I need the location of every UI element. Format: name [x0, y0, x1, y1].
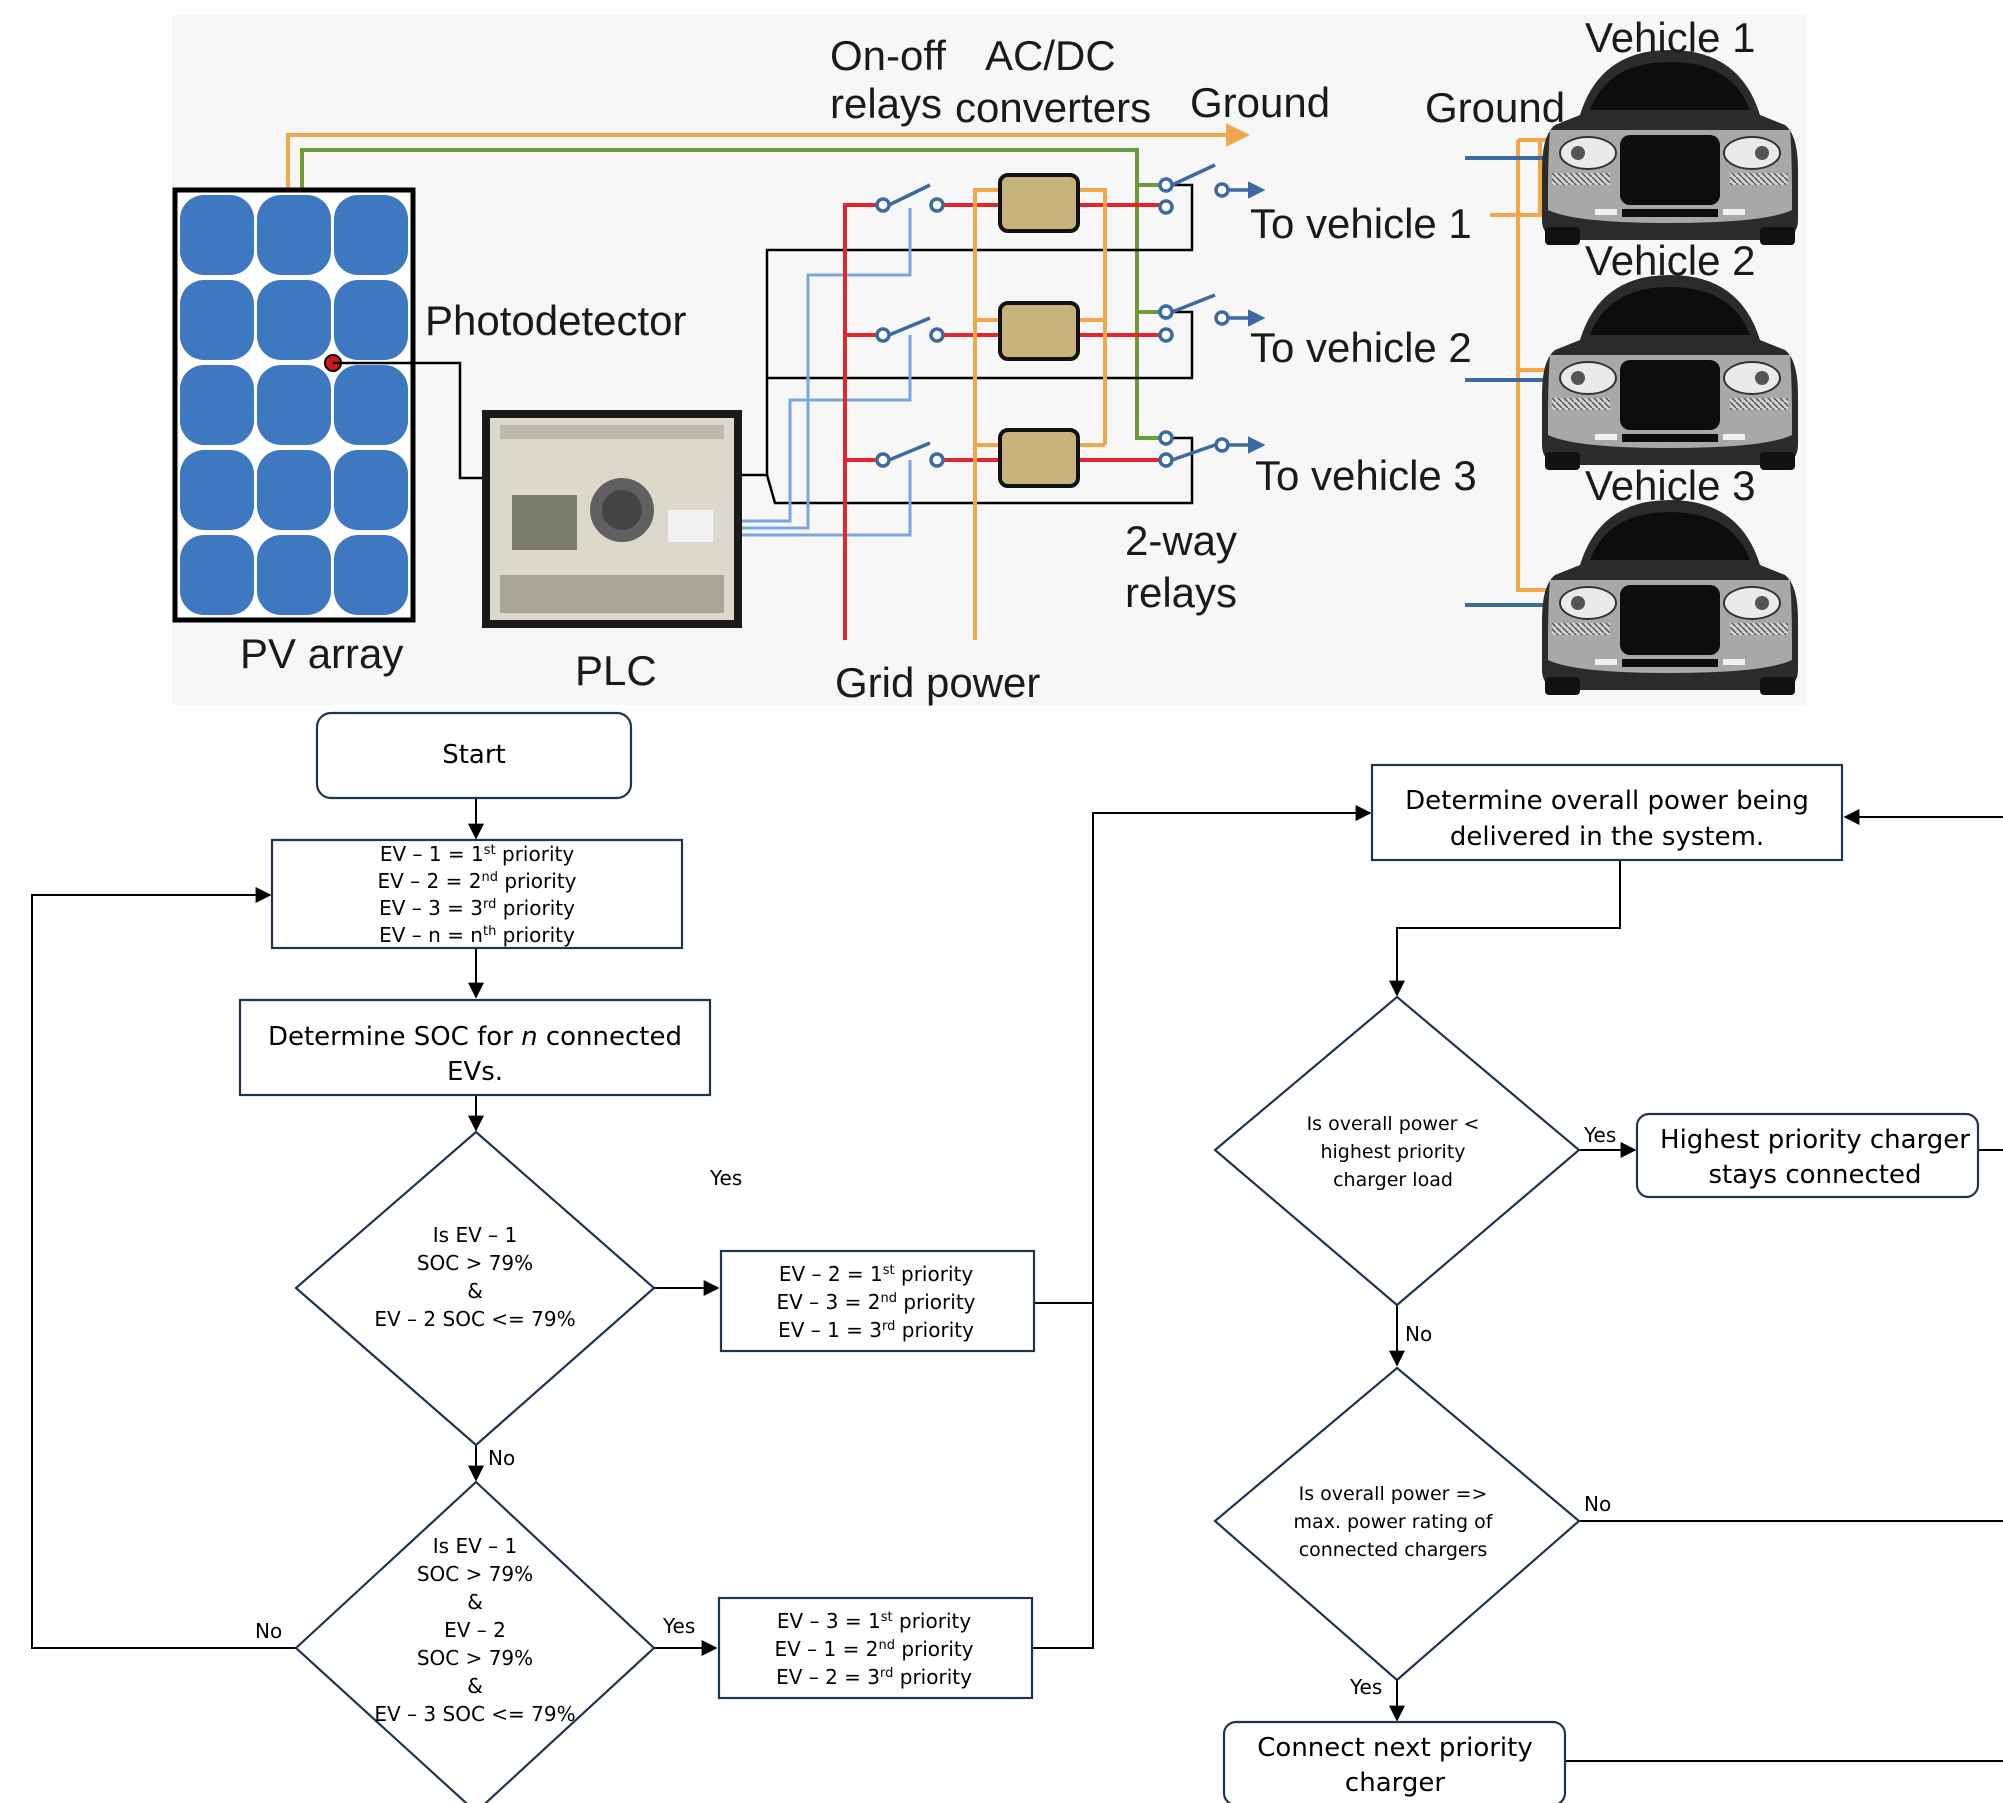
plc-device: [482, 410, 742, 628]
start-label: Start: [442, 740, 506, 770]
reorder-priority-box-1: [719, 1249, 1036, 1353]
acdc-converters: [998, 173, 1080, 488]
decision2-line-5: SOC > 79%: [417, 1646, 533, 1670]
label-two-way-relays: relays: [1125, 569, 1237, 616]
determine-soc-line-1: Determine SOC for n connected: [268, 1022, 682, 1052]
decision1-line-3: &: [467, 1279, 483, 1303]
determine-power-line-2: delivered in the system.: [1450, 822, 1764, 852]
determine-power-box: [1370, 763, 1844, 862]
decision3-line-1: Is overall power <: [1307, 1113, 1480, 1135]
reorder2-line-2: EV – 1 = 2nd priority: [775, 1637, 974, 1661]
grid-power-bus: [843, 203, 1162, 640]
decision2-no-label: No: [255, 1619, 282, 1643]
ground-wire-top: [286, 123, 1250, 190]
flowchart: Start EV – 1 = 1st priority EV – 2 = 2nd…: [31, 711, 2003, 1803]
sensor-wire: [333, 361, 485, 480]
label-vehicle-1: Vehicle 1: [1585, 14, 1755, 61]
reorder-priority-box-2: [717, 1596, 1034, 1700]
initial-priority-line-1: EV – 1 = 1st priority: [380, 842, 575, 866]
highest-priority-connected-box: [1635, 1112, 1980, 1199]
label-plc: PLC: [575, 647, 657, 694]
pv-array: [172, 187, 416, 623]
decision4-line-2: max. power rating of: [1294, 1511, 1494, 1533]
pv-cells: [180, 195, 408, 615]
decision2-line-2: SOC > 79%: [417, 1562, 533, 1586]
decision2-line-6: &: [467, 1674, 483, 1698]
label-ground-right: Ground: [1425, 84, 1565, 131]
reorder1-line-1: EV – 2 = 1st priority: [779, 1262, 974, 1286]
label-to-vehicle-1: To vehicle 1: [1250, 200, 1472, 247]
decision1-line-4: EV – 2 SOC <= 79%: [374, 1307, 575, 1331]
highest-priority-line-1: Highest priority charger: [1660, 1125, 1970, 1155]
decision3-line-2: highest priority: [1320, 1141, 1465, 1163]
determine-soc-line-2: EVs.: [447, 1057, 503, 1087]
determine-soc-box: [238, 998, 712, 1097]
start-terminal: [315, 711, 633, 800]
initial-priority-line-2: EV – 2 = 2nd priority: [378, 869, 577, 893]
reorder1-line-2: EV – 3 = 2nd priority: [777, 1290, 976, 1314]
decision4-line-1: Is overall power =>: [1299, 1483, 1488, 1505]
decision2-line-1: Is EV – 1: [433, 1534, 517, 1558]
label-vehicle-2: Vehicle 2: [1585, 237, 1755, 284]
decision-ev2-soc: [294, 1480, 656, 1803]
green-control-wire: [300, 148, 1162, 440]
label-to-vehicle-2: To vehicle 2: [1250, 324, 1472, 371]
decision4-no-label: No: [1584, 1492, 1611, 1516]
decision2-line-3: &: [467, 1590, 483, 1614]
label-relays: relays: [830, 80, 942, 127]
initial-priority-line-3: EV – 3 = 3rd priority: [379, 896, 575, 920]
label-pv-array: PV array: [240, 630, 403, 677]
decision3-line-3: charger load: [1333, 1169, 1453, 1191]
decision2-line-4: EV – 2: [444, 1618, 506, 1642]
two-way-relays: [1158, 163, 1266, 468]
decision-power-below-load: [1213, 995, 1581, 1307]
reorder1-line-3: EV – 1 = 3rd priority: [778, 1318, 974, 1342]
label-grid-power: Grid power: [835, 659, 1040, 706]
initial-priority-box: [270, 838, 684, 950]
vehicle-ground-bus: [1465, 138, 1560, 607]
decision-power-max-rating: [1213, 1366, 1581, 1682]
decision-ev1-soc: [294, 1130, 656, 1447]
label-ground-top: Ground: [1190, 79, 1330, 126]
label-converters: converters: [955, 84, 1151, 131]
label-vehicle-3: Vehicle 3: [1585, 462, 1755, 509]
label-to-vehicle-3: To vehicle 3: [1255, 452, 1477, 499]
plc-control-wires: [742, 183, 1194, 505]
system-diagram: On-off relays AC/DC converters Ground Gr…: [172, 14, 1807, 706]
decision1-no-label: No: [488, 1446, 515, 1470]
decision4-yes-label: Yes: [1349, 1675, 1382, 1699]
connect-next-line-1: Connect next priority: [1257, 1733, 1532, 1763]
decision4-line-3: connected chargers: [1299, 1539, 1488, 1561]
flow-connectors: [31, 798, 2003, 1762]
reorder2-line-1: EV – 3 = 1st priority: [777, 1609, 972, 1633]
label-on-off: On-off: [830, 32, 946, 79]
decision2-line-7: EV – 3 SOC <= 79%: [374, 1702, 575, 1726]
decision1-yes-label: Yes: [709, 1166, 742, 1190]
highest-priority-line-2: stays connected: [1708, 1160, 1921, 1190]
decision2-yes-label: Yes: [662, 1614, 695, 1638]
label-two-way: 2-way: [1125, 517, 1237, 564]
decision3-yes-label: Yes: [1583, 1123, 1616, 1147]
label-photodetector: Photodetector: [425, 297, 687, 344]
reorder2-line-3: EV – 2 = 3rd priority: [776, 1665, 972, 1689]
decision1-line-1: Is EV – 1: [433, 1223, 517, 1247]
decision1-line-2: SOC > 79%: [417, 1251, 533, 1275]
connect-next-line-2: charger: [1345, 1768, 1445, 1798]
determine-power-line-1: Determine overall power being: [1405, 786, 1809, 816]
connect-next-charger-box: [1222, 1720, 1567, 1803]
label-acdc: AC/DC: [985, 32, 1116, 79]
decision3-no-label: No: [1405, 1322, 1432, 1346]
initial-priority-line-4: EV – n = nth priority: [379, 923, 575, 947]
on-off-relays: [875, 183, 945, 468]
plc-relay-wires: [742, 208, 912, 537]
